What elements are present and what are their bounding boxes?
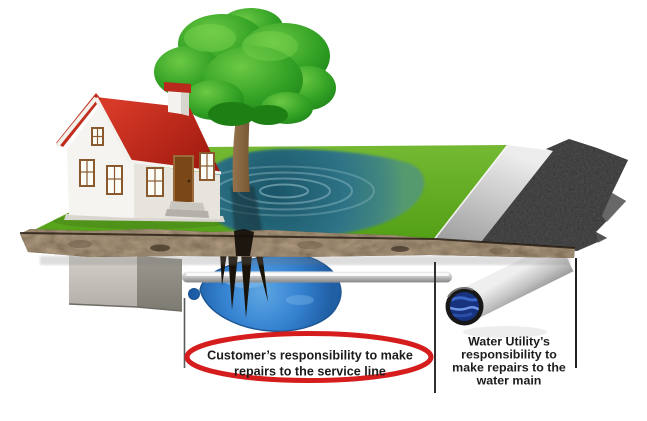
bracket-lines (183, 258, 577, 393)
trunk-reflection (231, 186, 262, 238)
water-main-water-streaks (450, 296, 479, 318)
roof-fascia-right (94, 97, 132, 162)
utility-label-line2: responsibility to (461, 348, 557, 362)
broken-asphalt-facet (596, 232, 607, 243)
water-main-shadow (463, 326, 547, 338)
soil-crack (234, 229, 254, 256)
leak-droplet (188, 288, 200, 300)
tree-foliage (154, 8, 336, 126)
utility-label-line4: water main (476, 374, 542, 388)
asphalt-road (478, 139, 628, 251)
house-foundation (68, 254, 183, 312)
utility-label-line1: Water Utility’s (468, 335, 550, 349)
chimney (164, 82, 191, 116)
window (106, 165, 123, 195)
door-steps (165, 201, 209, 218)
customer-responsibility-highlight-ellipse (184, 331, 434, 383)
broken-asphalt-facet (602, 193, 626, 222)
leak-puddle (188, 254, 342, 332)
window (146, 167, 164, 197)
window (199, 152, 215, 181)
tree (154, 8, 336, 192)
labels: Customer’s responsibility to make repair… (207, 335, 566, 388)
attic-window (91, 127, 104, 146)
front-door (173, 155, 194, 202)
roof-fascia-left (55, 96, 98, 148)
surface-flood-water (206, 149, 425, 238)
utility-label-line3: make repairs to the (452, 361, 566, 375)
soil-layer (19, 229, 576, 265)
slab-shadow (40, 256, 570, 265)
house (55, 82, 225, 222)
customer-label-line1: Customer’s responsibility to make (207, 349, 413, 363)
window (79, 159, 95, 187)
customer-label-line2: repairs to the service line (234, 365, 386, 379)
